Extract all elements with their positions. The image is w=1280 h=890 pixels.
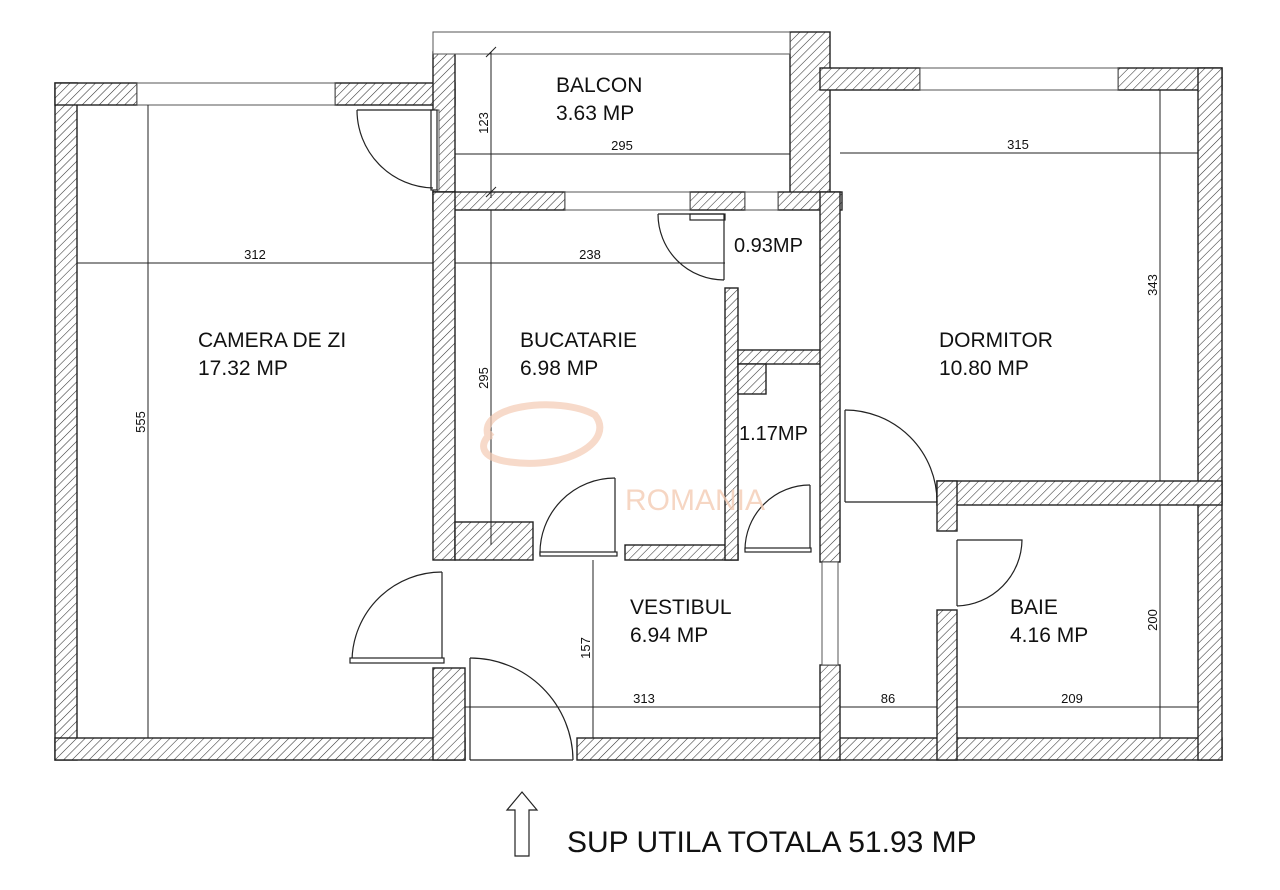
room-camera-name: CAMERA DE ZI <box>198 329 346 352</box>
wall-baie-left-lower <box>936 609 958 761</box>
room-balcon-area: 3.63 MP <box>556 102 634 125</box>
room-dormitor-name: DORMITOR <box>939 329 1053 352</box>
watermark-text: ROMANIA <box>625 484 765 517</box>
room-balcon-name: BALCON <box>556 74 642 97</box>
wall-outer-right <box>1197 67 1223 761</box>
room-vestibul-name: VESTIBUL <box>630 596 732 619</box>
window-camera <box>136 82 336 106</box>
dim-baie-depth: 200 <box>1145 609 1160 631</box>
wall-outer-left <box>54 82 78 761</box>
wall-top-dormitor-left <box>819 67 921 91</box>
opening-center <box>821 561 839 666</box>
dim-dormitor-depth: 343 <box>1145 274 1160 296</box>
dim-camera-width: 312 <box>244 247 266 262</box>
dim-bucatarie-width: 238 <box>579 247 601 262</box>
window-dormitor <box>919 67 1119 91</box>
dim-balcon-width: 295 <box>611 138 633 153</box>
room-camera-area: 17.32 MP <box>198 357 288 380</box>
dim-camera-depth: 555 <box>133 411 148 433</box>
room-closet-lower-area: 1.17MP <box>739 423 808 445</box>
door-dormitor-arc <box>844 409 938 503</box>
wall-outer-bottom-left <box>54 737 466 761</box>
room-labels: BALCON 3.63 MP CAMERA DE ZI 17.32 MP BUC… <box>198 74 1088 647</box>
room-closet-upper-area: 0.93MP <box>734 235 803 257</box>
wall-closet-step <box>737 363 767 395</box>
wall-top-camera-left <box>54 82 138 106</box>
dimension-labels: 123 295 315 343 312 238 555 295 157 313 … <box>133 112 1160 706</box>
room-vestibul-area: 6.94 MP <box>630 624 708 647</box>
wall-outer-bottom-right <box>576 737 1223 761</box>
walls <box>54 31 1223 761</box>
dim-passage-width: 86 <box>881 691 895 706</box>
door-entrance-arc <box>469 657 574 761</box>
door-closet-lower-arc <box>744 484 811 551</box>
room-baie-area: 4.16 MP <box>1010 624 1088 647</box>
dim-dormitor-width: 315 <box>1007 137 1029 152</box>
room-bucatarie-area: 6.98 MP <box>520 357 598 380</box>
wall-kitchen-bottom-left <box>454 521 534 561</box>
wall-camera-kitchen <box>432 191 456 561</box>
wall-kitchen-right <box>724 287 739 561</box>
total-area-label: SUP UTILA TOTALA 51.93 MP <box>567 826 977 859</box>
doors <box>349 109 1023 761</box>
wall-center-vertical-lower <box>819 664 841 761</box>
door-camera-arc <box>351 571 443 661</box>
wall-center-vertical <box>819 191 841 563</box>
dim-baie-width: 209 <box>1061 691 1083 706</box>
wall-closet-divider <box>737 349 823 365</box>
dim-vestibul-depth: 157 <box>578 637 593 659</box>
door-kitchen-arc <box>539 477 616 556</box>
wall-balcon-right <box>789 31 831 198</box>
wall-baie-left-upper <box>936 480 958 532</box>
door-baie-arc <box>956 539 1023 607</box>
wall-kitchen-top-right <box>689 191 746 211</box>
dim-balcon-depth: 123 <box>476 112 491 134</box>
room-baie-name: BAIE <box>1010 596 1058 619</box>
door-balcon-arc <box>356 109 434 189</box>
wall-dormitor-bottom <box>936 480 1223 506</box>
window-closet <box>744 191 779 211</box>
door-closet-upper-arc <box>657 213 725 281</box>
room-dormitor-area: 10.80 MP <box>939 357 1029 380</box>
arrow-up-icon <box>505 791 539 857</box>
window-kitchen <box>564 191 691 211</box>
watermark-swoosh <box>480 401 604 467</box>
door-closet-upper-leaf <box>689 213 726 221</box>
wall-kitchen-bottom-right <box>624 544 739 561</box>
door-balcon-leaf <box>430 109 438 191</box>
wall-camera-hall-lower <box>432 667 466 761</box>
dim-bucatarie-depth: 295 <box>476 367 491 389</box>
balcon-rail <box>432 31 791 55</box>
dim-vestibul-width: 313 <box>633 691 655 706</box>
watermark: ROMANIA <box>480 401 765 517</box>
entrance-arrow <box>505 791 539 857</box>
dimension-lines <box>77 46 1198 738</box>
room-bucatarie-name: BUCATARIE <box>520 329 637 352</box>
